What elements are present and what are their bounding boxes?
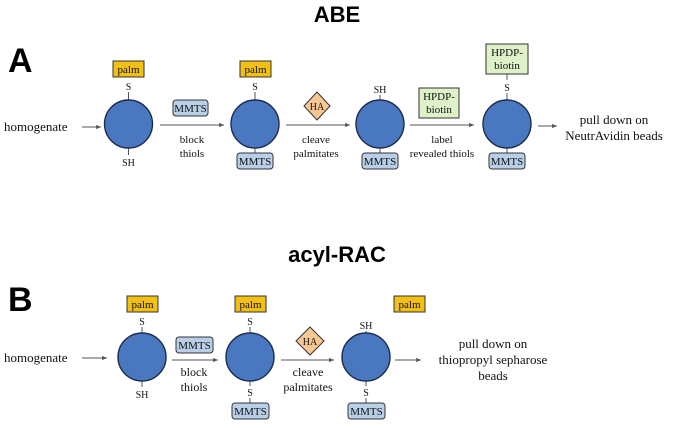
panel-b-label: B [8,281,33,319]
abe-bead-3-mmts-label: MMTS [364,156,396,168]
acylrac-step2-ha-diamond [295,326,325,356]
acylrac-free-palm-tag [393,295,426,313]
abe-bead-4-circle [482,99,532,149]
abe-bead-2-palm-tag [239,60,272,78]
acylrac-step1-line1: block [181,365,208,379]
acylrac-bead-2-palm-label: palm [240,299,262,311]
acylrac-final-line1: pull down on [459,336,528,351]
abe-step3-reagent-line1: HPDP- [423,91,455,103]
abe-step3-reagent-line2: biotin [426,104,452,116]
acylrac-free-palm-label: palm [399,299,421,311]
abe-bead-4-mmts-label: MMTS [491,156,523,168]
abe-bead-3-circle [355,99,405,149]
abe-bead-2-top-atom: S [252,82,258,93]
abe-bead-1-palm-label: palm [118,64,140,76]
acylrac-bead-3: SH S MMTS [341,321,391,420]
abe-bead-2-mmts-label: MMTS [239,156,271,168]
abe-bead-3-mmts-tag [361,152,399,170]
acylrac-bead-2-top-atom: S [247,317,253,328]
acylrac-bead-1-top-atom: S [139,317,145,328]
acylrac-step1-mmts-tag [175,336,214,354]
acylrac-bead-1-bottom-atom: SH [136,390,149,401]
abe-step1-mmts-tag [172,99,209,117]
abe-step1-reagent: MMTS [174,103,206,115]
acylrac-bead-1: palm S SH [117,295,167,401]
acylrac-bead-3-mmts-tag [347,402,386,420]
acylrac-step2-line2: palmitates [283,380,333,394]
acylrac-homogenate-label: homogenate [4,350,68,365]
abe-final-line2: NeutrAvidin beads [565,128,663,143]
abe-step3-line2: revealed thiols [410,148,474,160]
acylrac-bead-3-circle [341,332,391,382]
abe-bead-4-hpdp-tag [485,43,529,75]
abe-step1-line2: thiols [180,148,204,160]
abe-bead-4: HPDP- biotin S MMTS [482,43,532,170]
abe-final-line1: pull down on [580,112,649,127]
abe-bead-1-bottom-atom: SH [122,158,135,169]
abe-step1-line1: block [180,134,205,146]
abe-bead-4-hpdp-line1: HPDP- [491,47,523,59]
acylrac-final-line2: thiopropyl sepharose [439,352,548,367]
abe-step2-ha-diamond [303,91,331,121]
abe-bead-2: palm S MMTS [230,60,280,170]
abe-bead-4-top-atom: S [504,83,510,94]
acylrac-bead-2-palm-tag [234,295,267,313]
abe-title: ABE [314,2,360,27]
abe-homogenate-label: homogenate [4,119,68,134]
acylrac-bead-2-bottom-atom: S [247,388,253,399]
abe-bead-4-mmts-tag [488,152,526,170]
acylrac-step2-line1: cleave [293,365,324,379]
acylrac-title: acyl-RAC [288,242,386,267]
acylrac-bead-1-palm-tag [126,295,159,313]
acylrac-step1-reagent: MMTS [178,340,210,352]
acylrac-bead-1-palm-label: palm [132,299,154,311]
abe-bead-2-palm-label: palm [245,64,267,76]
acylrac-bead-3-mmts-label: MMTS [350,406,382,418]
abe-bead-1-top-atom: S [126,82,132,93]
acylrac-bead-2-circle [225,332,275,382]
acylrac-step2-reagent: HA [303,337,318,348]
abe-bead-3: SH MMTS [355,85,405,170]
abe-step2-line2: palmitates [293,148,338,160]
abe-bead-4-hpdp-line2: biotin [494,60,520,72]
abe-step2-reagent: HA [310,102,325,113]
abe-bead-2-circle [230,99,280,149]
acylrac-bead-1-circle [117,332,167,382]
acylrac-bead-3-top-atom: SH [360,321,373,332]
acylrac-bead-2-mmts-label: MMTS [234,406,266,418]
abe-bead-1-palm-tag [112,60,145,78]
abe-bead-3-top-atom: SH [374,85,387,96]
abe-bead-2-mmts-tag [236,152,274,170]
abe-bead-1: palm S SH [103,60,154,169]
acylrac-bead-2: palm S S MMTS [225,295,275,420]
panel-a-label: A [8,42,33,80]
acylrac-bead-3-bottom-atom: S [363,388,369,399]
acylrac-final-line3: beads [478,368,508,383]
abe-step3-hpdp-tag [418,87,460,119]
acylrac-bead-2-mmts-tag [231,402,270,420]
acylrac-step1-line2: thiols [181,380,208,394]
abe-step3-line1: label [431,134,452,146]
abe-bead-1-circle [103,99,154,149]
abe-step2-line1: cleave [302,134,330,146]
